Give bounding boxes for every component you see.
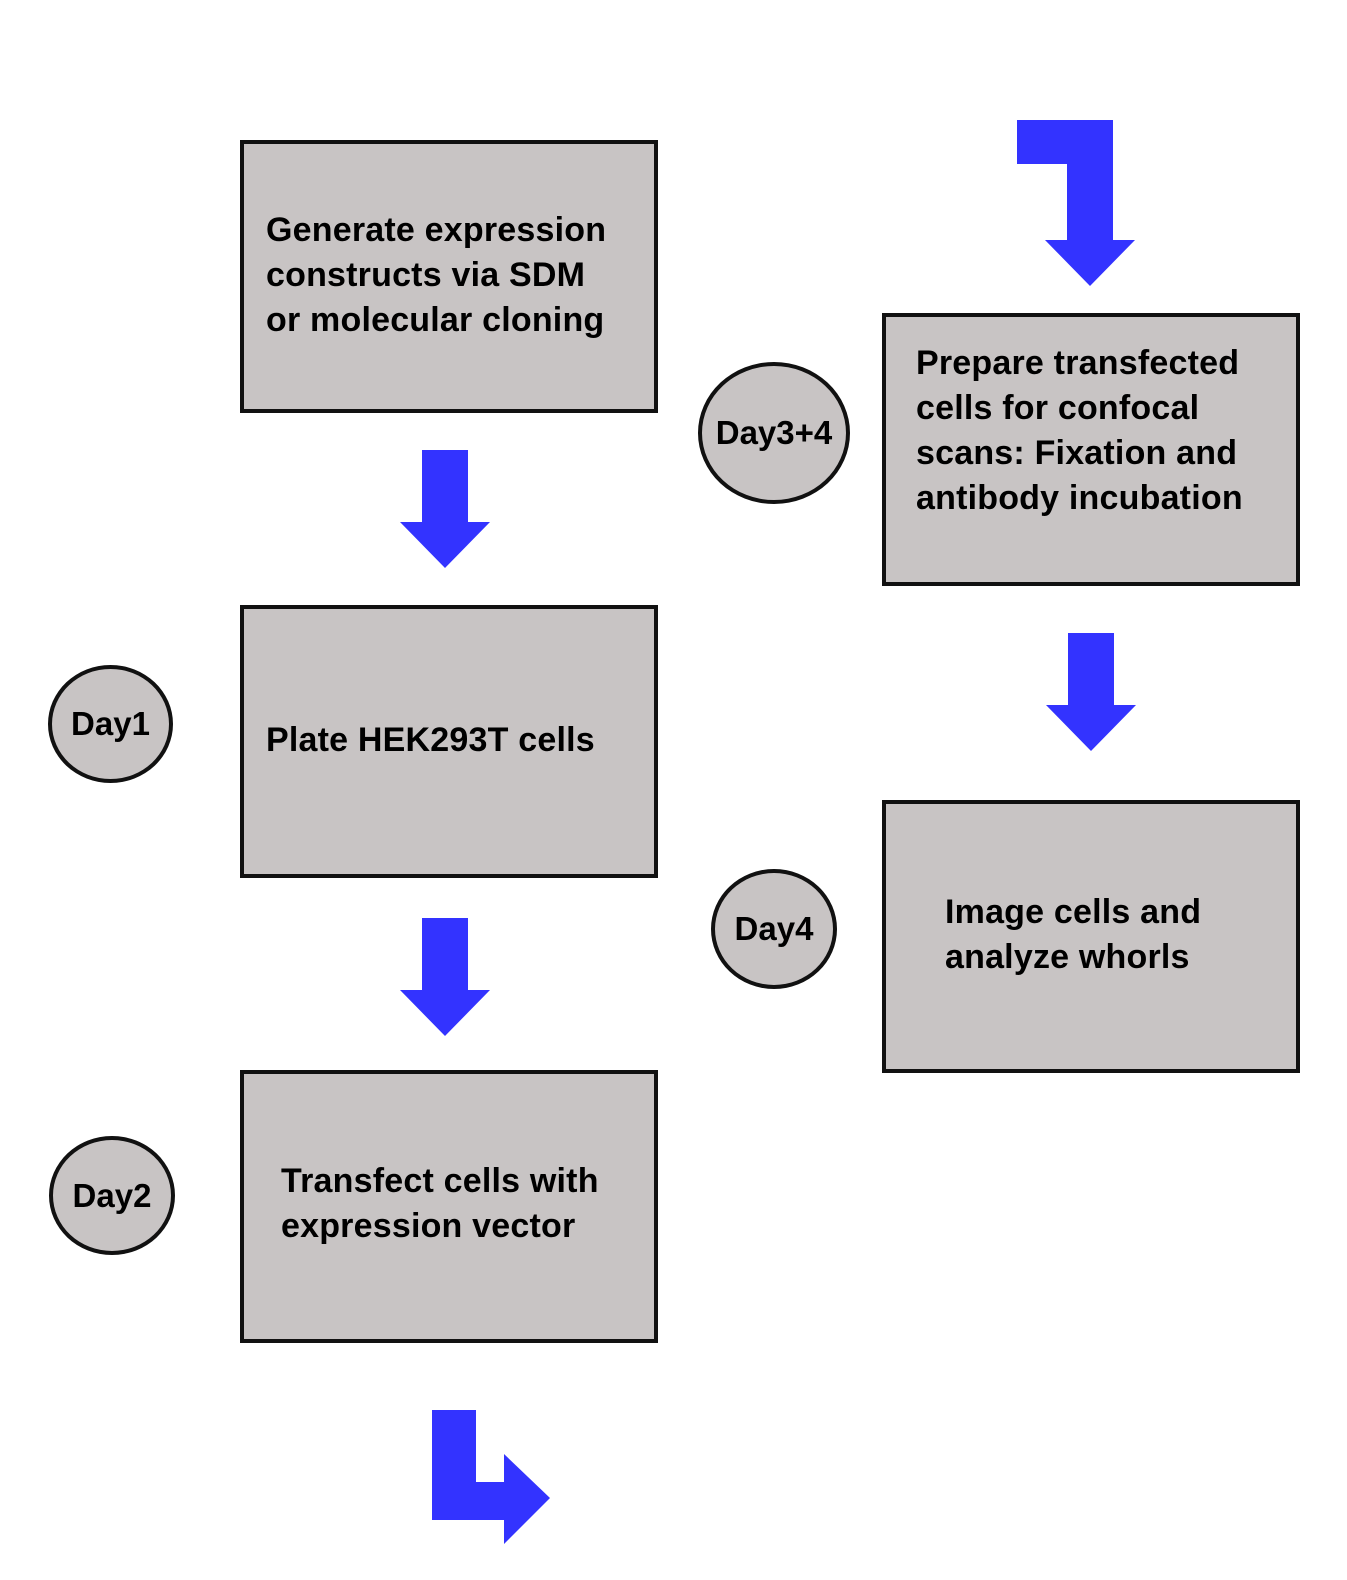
- step-line: Prepare transfected: [916, 344, 1240, 382]
- down-arrow-2: [400, 918, 490, 1036]
- step-line: Plate HEK293T cells: [266, 721, 595, 759]
- step-line: constructs via SDM: [266, 256, 586, 294]
- step-text-plate-cells: Plate HEK293T cells: [266, 718, 595, 763]
- down-arrow-3: [1046, 633, 1136, 751]
- step-line: cells for confocal: [916, 389, 1200, 427]
- day-badge-day1: Day1: [48, 665, 173, 783]
- step-box-image-cells: [882, 800, 1300, 1073]
- day-badge-day4: Day4: [711, 869, 837, 989]
- step-box-transfect-cells: [240, 1070, 658, 1343]
- step-line: scans: Fixation and: [916, 434, 1238, 472]
- step-line: Transfect cells with: [281, 1162, 599, 1200]
- step-line: or molecular cloning: [266, 301, 605, 339]
- step-line: expression vector: [281, 1207, 576, 1245]
- step-line: Generate expression: [266, 211, 607, 249]
- down-arrow-1: [400, 450, 490, 568]
- elbow-arrow-continue: [432, 1410, 550, 1544]
- step-box-plate-cells: [240, 605, 658, 878]
- step-box-generate-constructs: [240, 140, 658, 413]
- elbow-arrow-incoming: [1017, 120, 1135, 286]
- step-line: Image cells and: [945, 893, 1202, 931]
- step-text-generate-constructs: Generate expression constructs via SDM o…: [266, 208, 606, 343]
- step-line: antibody incubation: [916, 479, 1243, 517]
- step-box-prepare-cells: [882, 313, 1300, 586]
- day-badge-day3-4: Day3+4: [698, 362, 850, 504]
- step-text-transfect-cells: Transfect cells with expression vector: [281, 1159, 599, 1249]
- day-badge-day2: Day2: [49, 1136, 175, 1255]
- step-line: analyze whorls: [945, 938, 1190, 976]
- step-text-prepare-cells: Prepare transfected cells for confocal s…: [916, 341, 1243, 521]
- step-text-image-cells: Image cells and analyze whorls: [945, 890, 1201, 980]
